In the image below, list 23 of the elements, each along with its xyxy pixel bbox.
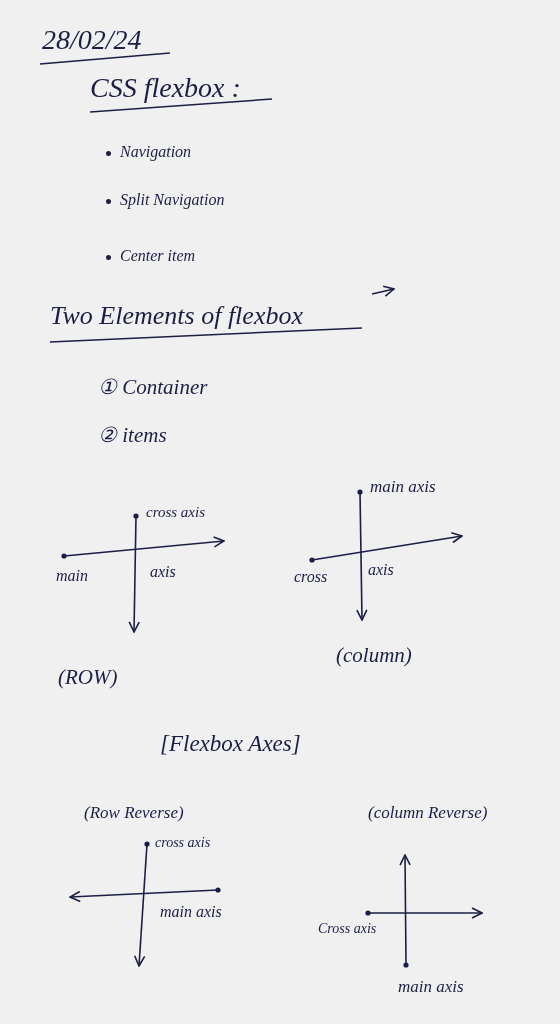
- axis-label: cross axis: [146, 503, 206, 522]
- diagram-caption: (column Reverse): [368, 802, 488, 824]
- axis-label: cross axis: [155, 834, 211, 852]
- axis-label: Cross axis: [318, 920, 377, 938]
- list-item: Center item: [120, 246, 196, 266]
- axis-label: axis: [150, 562, 176, 582]
- numbered-item: ① Container: [98, 374, 208, 401]
- axis-label: main axis: [160, 902, 222, 922]
- section-heading: Two Elements of flexbox: [50, 300, 303, 332]
- diagram-caption: (column): [336, 642, 412, 669]
- list-item: Split Navigation: [120, 190, 225, 210]
- axis-label: main axis: [370, 476, 436, 498]
- title: CSS flexbox :: [90, 71, 241, 105]
- axis-label: main axis: [398, 976, 464, 998]
- diagram-caption: (ROW): [58, 664, 118, 691]
- diagram-caption: (Row Reverse): [84, 802, 184, 824]
- axis-label: axis: [368, 560, 394, 580]
- section-heading: [Flexbox Axes]: [160, 730, 301, 758]
- numbered-item: ② items: [98, 422, 167, 449]
- list-item: Navigation: [120, 142, 192, 162]
- axis-label: cross: [294, 567, 328, 587]
- date: 28/02/24: [42, 23, 142, 57]
- axis-label: main: [56, 566, 88, 586]
